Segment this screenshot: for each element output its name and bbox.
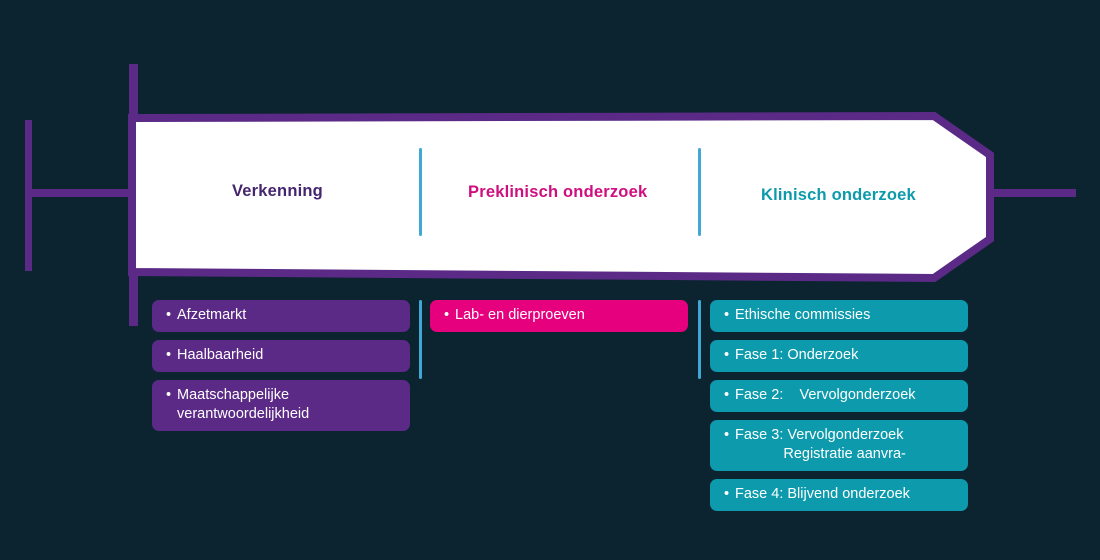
stage-separator-bottom-left: [419, 300, 422, 379]
list-item[interactable]: • Maatschappelijke verantwoordelijkheid: [152, 380, 410, 431]
stage-title-preklinisch: Preklinisch onderzoek: [468, 183, 648, 201]
bullet-icon: •: [724, 347, 730, 363]
list-item-label: Fase 2: Vervolgonderzoek: [735, 387, 916, 403]
list-item-label: Lab- en dierproeven: [455, 307, 585, 323]
list-item[interactable]: • Fase 4: Blijvend onderzoek: [710, 479, 968, 511]
list-item-label: Afzetmarkt: [177, 307, 247, 323]
list-item-label: Fase 4: Blijvend onderzoek: [735, 486, 910, 502]
list-item[interactable]: • Afzetmarkt: [152, 300, 410, 332]
connector-rail-horizontal: [25, 189, 137, 197]
bullet-icon: •: [724, 307, 730, 323]
stage-separator-top-left: [419, 148, 422, 236]
list-item[interactable]: • Lab- en dierproeven: [430, 300, 688, 332]
bullet-icon: •: [166, 347, 172, 363]
list-item[interactable]: • Fase 2: Vervolgonderzoek: [710, 380, 968, 412]
list-item-label: Fase 1: Onderzoek: [735, 347, 859, 363]
pill-column-verkenning: • Afzetmarkt • Haalbaarheid • Maatschapp…: [152, 300, 410, 431]
stage-title-verkenning: Verkenning: [232, 182, 323, 200]
list-item-label: Maatschappelijke verantwoordelijkheid: [177, 387, 310, 422]
list-item[interactable]: • Fase 3: Vervolgonderzoek Registratie a…: [710, 420, 968, 471]
stage-separator-bottom-right: [698, 300, 701, 379]
banner-tail-line: [988, 189, 1076, 197]
bullet-icon: •: [444, 307, 450, 323]
list-item[interactable]: • Fase 1: Onderzoek: [710, 340, 968, 372]
bullet-icon: •: [724, 427, 730, 443]
stage-title-klinisch: Klinisch onderzoek: [761, 186, 916, 204]
list-item[interactable]: • Ethische commissies: [710, 300, 968, 332]
list-item-label: Ethische commissies: [735, 307, 871, 323]
bullet-icon: •: [724, 387, 730, 403]
bullet-icon: •: [166, 307, 172, 323]
pill-column-preklinisch: • Lab- en dierproeven: [430, 300, 688, 332]
pill-column-klinisch: • Ethische commissies • Fase 1: Onderzoe…: [710, 300, 968, 511]
banner-arrow-shape: [128, 112, 994, 282]
stage-separator-top-right: [698, 148, 701, 236]
list-item-label: Fase 3: Vervolgonderzoek Registratie aan…: [735, 427, 906, 462]
bullet-icon: •: [724, 486, 730, 502]
list-item[interactable]: • Haalbaarheid: [152, 340, 410, 372]
process-banner: [128, 112, 1083, 282]
list-item-label: Haalbaarheid: [177, 347, 264, 363]
bullet-icon: •: [166, 387, 172, 403]
